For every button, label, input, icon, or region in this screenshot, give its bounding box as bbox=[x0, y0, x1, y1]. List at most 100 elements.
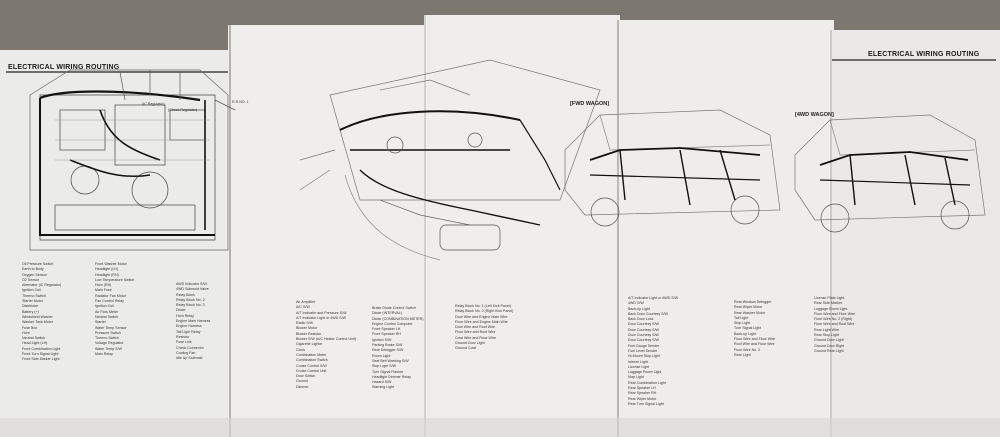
legend-item: Dimmer bbox=[296, 384, 309, 389]
legend-item: Door Courtesy S/W bbox=[628, 322, 659, 327]
legend-item: Pressure Switch bbox=[95, 330, 121, 335]
legend-item: Combination Meter bbox=[296, 352, 327, 357]
legend-item: Main Relay bbox=[95, 352, 113, 357]
legend-item: Voltage Regulator bbox=[95, 341, 124, 346]
legend-dash-col1: Air Amplifier A/C S/W A/T Indicator and … bbox=[296, 300, 358, 390]
legend-item: Water Temp Sensor bbox=[95, 325, 127, 330]
legend-item: Rear Light Wire bbox=[814, 327, 839, 332]
legend-item: Tail Light bbox=[734, 315, 749, 320]
legend-item: Cruise Control S/W bbox=[296, 363, 327, 368]
legend-fwd-col1: A/T Indicator Light or AWD S/W 4WD S/W B… bbox=[628, 296, 700, 407]
legend-item: Horn (RH) bbox=[95, 283, 112, 288]
legend-item: Blower Motor bbox=[296, 326, 318, 331]
legend-item: Door Wire and Engine Main Wire bbox=[455, 314, 508, 319]
legend-item: Cooling Fan bbox=[176, 350, 196, 355]
page-left bbox=[0, 50, 232, 437]
legend-item: Washer Tank Motor bbox=[22, 320, 53, 325]
legend-item: Headlight (RH) bbox=[95, 272, 119, 277]
legend-item: Engine Main Harness bbox=[176, 319, 211, 324]
legend-item: 4WD S/W bbox=[628, 301, 644, 306]
legend-item: Cowl Wire and Floor Wire bbox=[455, 335, 496, 340]
legend-item: Relay Block No. 3 bbox=[176, 303, 205, 308]
legend-item: Parking Brake S/W bbox=[372, 343, 403, 348]
4wd-wagon-label: [4WD WAGON] bbox=[795, 112, 834, 118]
legend-item: Air Flow Meter bbox=[95, 309, 119, 314]
legend-item: Front Speaker RH bbox=[372, 332, 401, 337]
legend-item: Turn Signal Light bbox=[734, 326, 762, 331]
legend-item: A/T Indicator Light or 4WD S/W bbox=[296, 315, 347, 320]
legend-item: Battery (+) bbox=[22, 309, 39, 314]
legend-item: Rear Wiper Motor bbox=[628, 396, 657, 401]
legend-item: Rear Side Marker bbox=[814, 301, 843, 306]
legend-item: Engine Harness bbox=[176, 324, 202, 329]
legend-fwd-col2: Rear Window Defogger Rear Wiper Motor Re… bbox=[734, 300, 804, 358]
legend-item: Interior Light bbox=[628, 359, 648, 364]
legend-item: Ignition Coil bbox=[22, 288, 41, 293]
legend-item: License Plate Light bbox=[814, 296, 845, 300]
legend-item: Ground Door Light bbox=[814, 338, 844, 343]
legend-item: Door Switch bbox=[296, 374, 316, 379]
legend-item: Idle Up Solenoid bbox=[176, 356, 203, 361]
legend-item: Engine Control Computer bbox=[372, 321, 413, 326]
legend-item: Thermo Switch bbox=[22, 293, 46, 298]
legend-engine-col2: Front Washer Motor Headlight (LH) Headli… bbox=[95, 262, 165, 357]
legend-item: Oxygen Sensor bbox=[22, 272, 47, 277]
radio-callout: R.R.NO. 1 bbox=[232, 100, 249, 104]
legend-item: Ground Cowl bbox=[455, 346, 476, 351]
legend-item: Floor Wire and Roof Wire bbox=[455, 330, 496, 335]
page-right bbox=[830, 30, 1000, 437]
legend-item: Luggage Room Light bbox=[628, 370, 662, 375]
page-title-right: ELECTRICAL WIRING ROUTING bbox=[868, 51, 980, 58]
legend-item: Fuse Box bbox=[22, 325, 38, 330]
legend-item: Floor Wire and Roof Wire bbox=[814, 322, 855, 327]
legend-item: Horn bbox=[22, 330, 30, 335]
legend-item: Fuse Link bbox=[176, 340, 192, 345]
legend-item: Fuel Gauge Sender bbox=[628, 343, 660, 348]
legend-item: Windshield Washer bbox=[22, 314, 53, 319]
legend-item: Cruise Control Unit bbox=[296, 368, 327, 373]
legend-engine-col1: Oil Pressure Switch Earth to Body Oxygen… bbox=[22, 262, 84, 363]
legend-item: Hazard S/W bbox=[372, 380, 392, 385]
legend-item: Resistor bbox=[176, 334, 190, 339]
legend-item: Fan Control Relay bbox=[95, 299, 124, 304]
legend-dash-col3: Relay Block No. 1 (Left Kick Panel) Rela… bbox=[455, 304, 523, 352]
legend-item: Main Fuse bbox=[95, 288, 112, 293]
legend-item: Floor Wire No. 2 (Right) bbox=[814, 317, 852, 322]
legend-item: Combination Switch bbox=[296, 358, 328, 363]
legend-item: Head Light (LH) bbox=[22, 341, 48, 346]
legend-item: Front Turn Signal Light bbox=[22, 352, 59, 357]
legend-item: Relay Block No. 2 (Right Kick Panel) bbox=[455, 309, 514, 314]
legend-item: Roof Wire and Floor Wire bbox=[734, 342, 775, 347]
legend-4wd-col1: License Plate Light Rear Side Marker Lug… bbox=[814, 296, 886, 354]
legend-item: Diode (INTERVAL) bbox=[372, 311, 403, 316]
legend-item: Ground Rear Light bbox=[814, 348, 844, 353]
4wd-wagon-illustration bbox=[794, 114, 986, 233]
legend-item: Rear Combination Light bbox=[628, 380, 666, 385]
legend-item: Door Courtesy S/W bbox=[628, 338, 659, 343]
legend-item: License Light bbox=[628, 364, 650, 369]
legend-item: Thermo Switch bbox=[95, 336, 119, 341]
legend-item: Floor Wire and Floor Wire bbox=[734, 337, 776, 342]
legend-engine-col3: AWD Indicator S/W 4WD Solenoid Valve Rel… bbox=[176, 282, 228, 361]
legend-item: Blower S/W (A/C Heater Control Unit) bbox=[296, 337, 356, 342]
page-right-left bbox=[616, 20, 834, 437]
legend-item: Ignition S/W bbox=[372, 337, 392, 342]
legend-item: Front Washer Motor bbox=[95, 262, 127, 266]
legend-item: Headlight (LH) bbox=[95, 267, 119, 272]
legend-item: A/T Indicator and Pressure S/W bbox=[296, 310, 347, 315]
legend-item: Rear Turn Signal Light bbox=[628, 401, 664, 406]
legend-item: Cigarette Lighter bbox=[296, 342, 323, 347]
legend-item: Stop Light S/W bbox=[372, 364, 396, 369]
page-middle-right bbox=[424, 15, 620, 437]
legend-item: Oil Pressure Switch bbox=[22, 262, 54, 266]
legend-item: Distributor bbox=[22, 304, 39, 309]
legend-item: Brake Diode Control Switch bbox=[372, 306, 416, 310]
legend-item: Neutral Switch bbox=[95, 314, 119, 319]
legend-item: Rear Light bbox=[734, 352, 751, 357]
legend-item: Room Light bbox=[372, 353, 391, 358]
legend-item: Floor Wire No. 2 bbox=[734, 347, 761, 352]
legend-item: Door Courtesy S/W bbox=[628, 327, 659, 332]
legend-item: Ground bbox=[296, 379, 308, 384]
legend-item: Hi-Mount Stop Light bbox=[628, 354, 660, 359]
